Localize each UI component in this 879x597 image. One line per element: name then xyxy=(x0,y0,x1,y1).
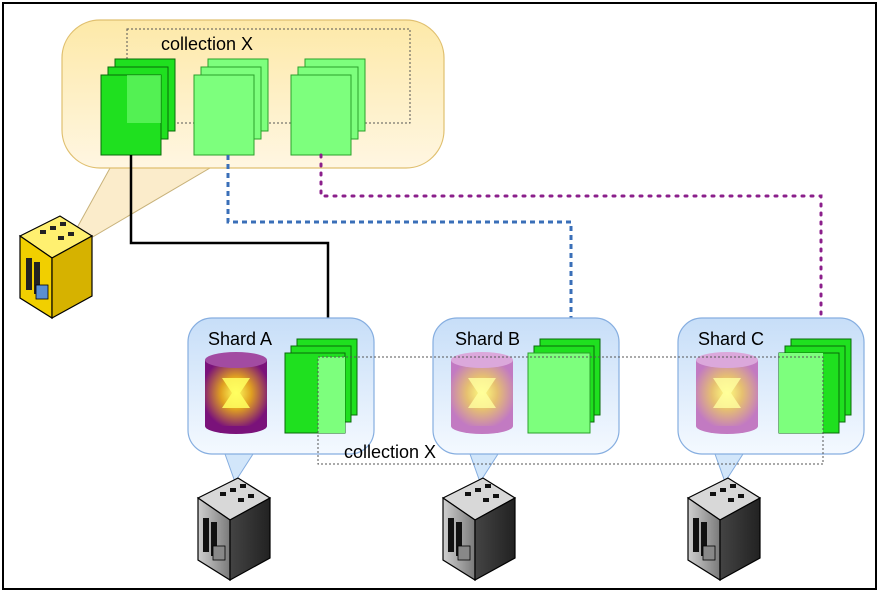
document-stack-icon xyxy=(193,58,269,156)
top-collection-label: collection X xyxy=(161,34,253,54)
route-arrow-shard-c xyxy=(319,153,823,330)
shard-server-icon xyxy=(686,477,762,582)
database-cylinder-icon xyxy=(451,352,513,434)
collection-overlap-tint xyxy=(127,75,161,123)
top-collection-box xyxy=(126,28,411,124)
database-cylinder-icon xyxy=(205,352,267,434)
document-stack-icon xyxy=(778,338,852,434)
shard-server-icon xyxy=(196,477,272,582)
bottom-collection-box xyxy=(317,356,824,465)
shard-a: Shard A xyxy=(187,317,375,484)
route-arrow-shard-b xyxy=(226,155,573,328)
document-stack-icon xyxy=(284,338,358,434)
shard-server-icon xyxy=(441,477,517,582)
route-arrow-shard-a xyxy=(129,155,330,333)
bottom-collection-label: collection X xyxy=(344,442,436,462)
database-cylinder-icon xyxy=(696,352,758,434)
mongos-router-server-icon xyxy=(18,215,94,320)
shard-c: Shard C xyxy=(677,317,865,484)
shard-b: Shard B xyxy=(432,317,620,484)
shard-c-label: Shard C xyxy=(698,329,764,349)
shard-a-label: Shard A xyxy=(208,329,272,349)
document-stack-icon xyxy=(290,58,366,156)
document-stack-icon xyxy=(527,338,601,434)
shard-b-label: Shard B xyxy=(455,329,520,349)
